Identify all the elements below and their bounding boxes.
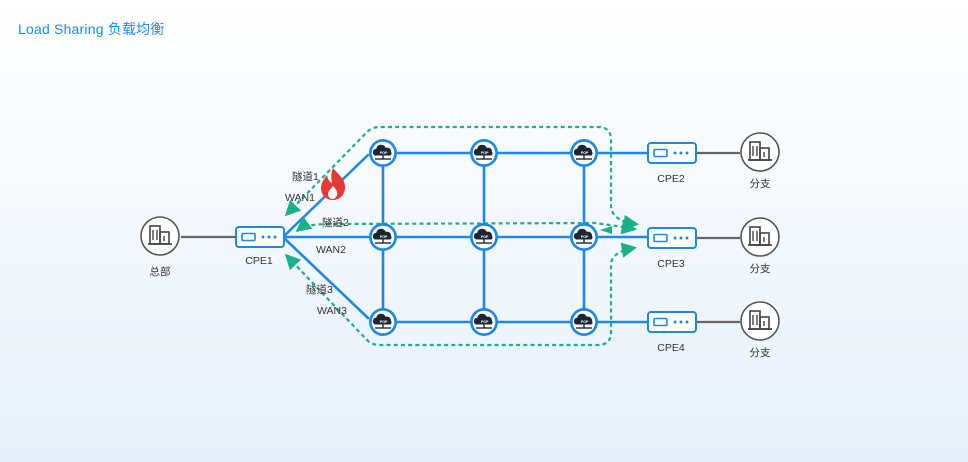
tunnel-3-path — [284, 242, 638, 347]
branch-building-icon — [740, 217, 780, 257]
cpe3-router-icon — [647, 227, 697, 249]
pop-icon — [469, 307, 499, 337]
pop-icon — [569, 307, 599, 337]
pop-icon — [368, 222, 398, 252]
fire-icon — [321, 168, 346, 200]
branch-label: 分支 — [750, 178, 771, 190]
page-title: Load Sharing 负载均衡 — [18, 21, 165, 37]
wan2-label: WAN2 — [316, 244, 346, 256]
pop-icon — [569, 138, 599, 168]
tunnel-1-path — [284, 125, 640, 231]
tunnel-1-label: 隧道1 — [292, 170, 319, 183]
cpe1-label: CPE1 — [245, 255, 273, 267]
cpe4-router-icon — [647, 311, 697, 333]
pop-icon — [569, 222, 599, 252]
hq-building-icon — [140, 216, 180, 256]
branch-label: 分支 — [750, 347, 771, 359]
wan1-label: WAN1 — [285, 192, 315, 204]
pop-icon — [368, 307, 398, 337]
pop-icon — [469, 222, 499, 252]
tunnel-3-label: 隧道3 — [306, 283, 333, 296]
arrow-heads-cpe3 — [600, 226, 612, 234]
pop-icon — [368, 138, 398, 168]
branch-building-icon — [740, 301, 780, 341]
cpe4-label: CPE4 — [657, 342, 685, 354]
cpe2-label: CPE2 — [657, 173, 685, 185]
hq-label: 总部 — [150, 265, 171, 278]
cpe1-router-icon — [235, 226, 285, 248]
branch-building-icon — [740, 132, 780, 172]
cpe2-router-icon — [647, 142, 697, 164]
pop-icon — [469, 138, 499, 168]
tunnel-2-label: 隧道2 — [322, 216, 349, 229]
tunnels — [284, 125, 640, 347]
wired-links — [181, 151, 740, 324]
wan3-label: WAN3 — [317, 305, 347, 317]
cpe3-label: CPE3 — [657, 258, 685, 270]
tunnel-2-path — [295, 216, 638, 235]
branch-label: 分支 — [750, 263, 771, 275]
